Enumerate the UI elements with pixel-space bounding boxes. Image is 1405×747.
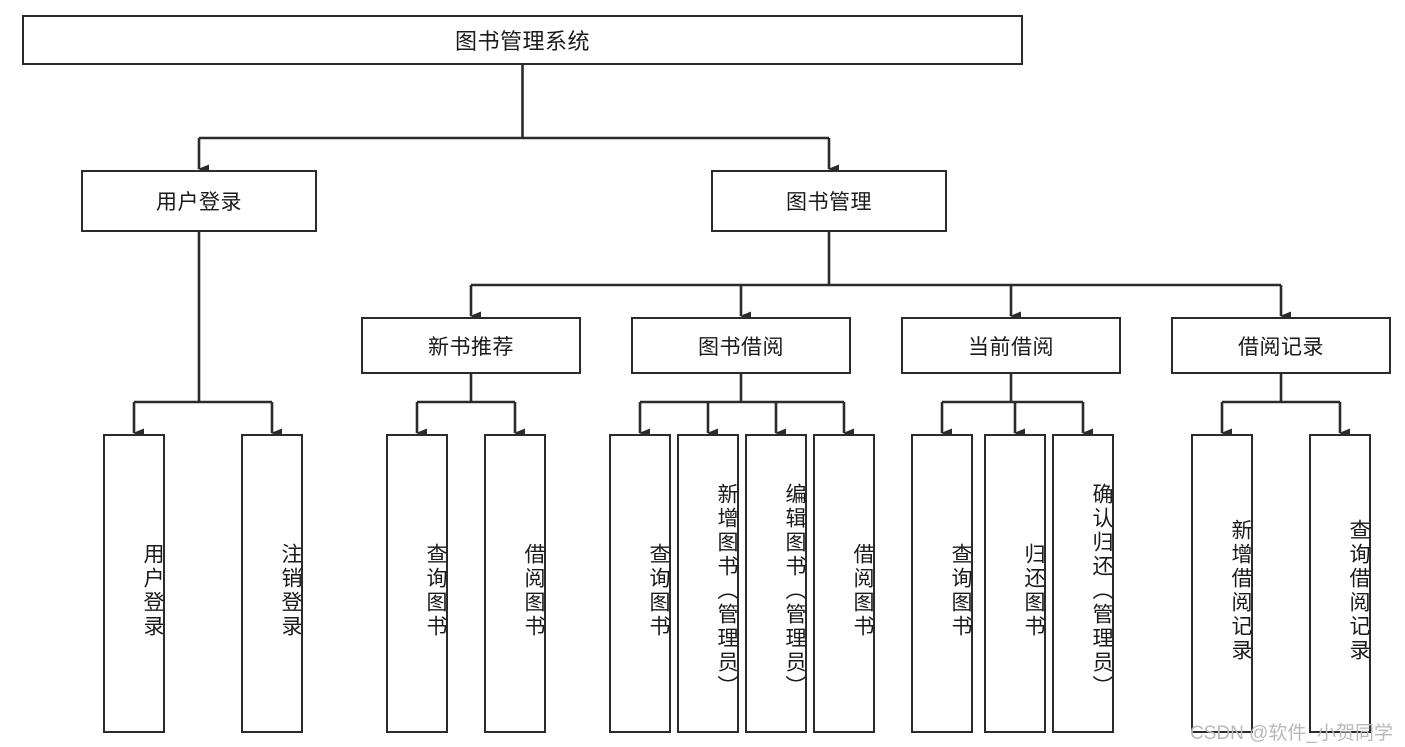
node-leaf-8: 借阅图书 xyxy=(813,434,875,733)
node-newbook: 新书推荐 xyxy=(361,317,581,374)
node-records: 借阅记录 xyxy=(1171,317,1391,374)
node-leaf-11: 确认归还（管理员） xyxy=(1052,434,1114,733)
node-label: 查询图书 xyxy=(949,542,972,639)
node-label: 借阅图书 xyxy=(851,542,874,639)
node-label: 新增图书（管理员） xyxy=(715,482,738,699)
node-borrow: 图书借阅 xyxy=(631,317,851,374)
node-label: 用户登录 xyxy=(156,191,242,214)
node-label: 图书管理 xyxy=(786,191,872,214)
node-label: 新书推荐 xyxy=(428,335,514,359)
node-leaf-13: 查询借阅记录 xyxy=(1309,434,1371,733)
node-leaf-12: 新增借阅记录 xyxy=(1191,434,1253,733)
node-root: 图书管理系统 xyxy=(22,15,1023,65)
node-label: 新增借阅记录 xyxy=(1229,518,1252,663)
node-label: 确认归还（管理员） xyxy=(1090,482,1113,699)
node-leaf-4: 借阅图书 xyxy=(484,434,546,733)
node-leaf-2: 注销登录 xyxy=(241,434,303,733)
node-leaf-3: 查询图书 xyxy=(386,434,448,733)
watermark-label: CSDN @软件_小贺同学 xyxy=(1190,723,1393,744)
node-label: 图书借阅 xyxy=(698,335,784,359)
node-leaf-6: 新增图书（管理员） xyxy=(677,434,739,733)
node-leaf-5: 查询图书 xyxy=(609,434,671,733)
node-bookmgmt: 图书管理 xyxy=(711,170,947,232)
node-label: 图书管理系统 xyxy=(454,29,590,54)
node-leaf-7: 编辑图书（管理员） xyxy=(745,434,807,733)
node-label: 查询借阅记录 xyxy=(1347,518,1370,663)
node-label: 查询图书 xyxy=(647,542,670,639)
node-label: 归还图书 xyxy=(1022,542,1045,639)
node-label: 查询图书 xyxy=(424,542,447,639)
node-label: 用户登录 xyxy=(141,542,164,639)
node-label: 借阅图书 xyxy=(522,542,545,639)
node-current: 当前借阅 xyxy=(901,317,1121,374)
node-label: 编辑图书（管理员） xyxy=(783,482,806,699)
node-leaf-10: 归还图书 xyxy=(984,434,1046,733)
node-label: 借阅记录 xyxy=(1238,335,1324,359)
node-leaf-9: 查询图书 xyxy=(911,434,973,733)
node-login: 用户登录 xyxy=(81,170,317,232)
node-label: 注销登录 xyxy=(279,542,302,639)
node-leaf-1: 用户登录 xyxy=(103,434,165,733)
node-label: 当前借阅 xyxy=(968,335,1054,359)
